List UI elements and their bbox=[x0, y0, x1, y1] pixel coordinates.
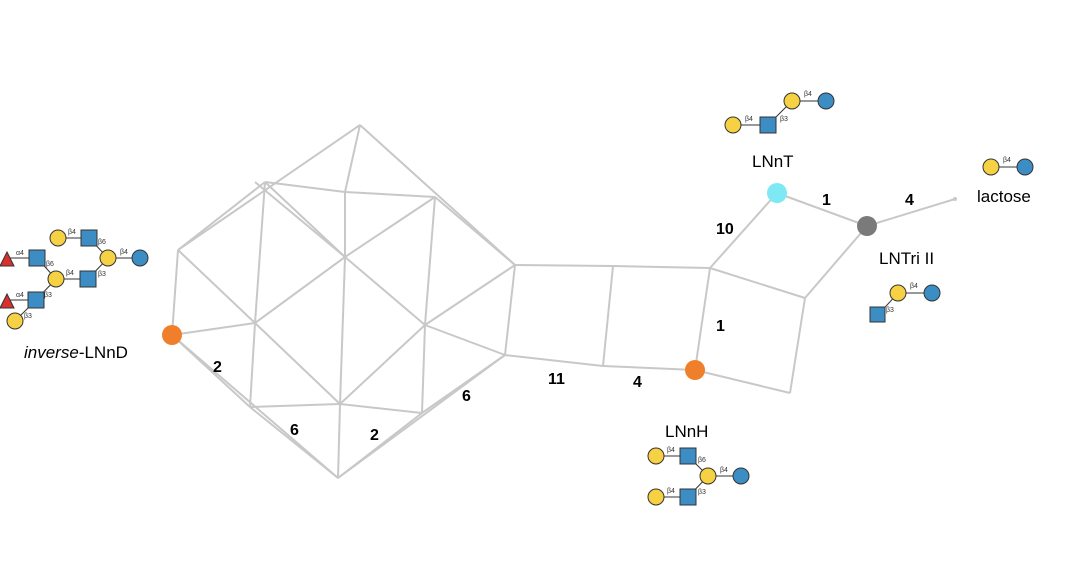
svg-text:β4: β4 bbox=[68, 229, 76, 236]
glucose-icon bbox=[131, 249, 149, 267]
svg-text:β4: β4 bbox=[667, 488, 675, 495]
edge-label-5: 11 bbox=[548, 371, 565, 388]
label-lactose: lactose bbox=[977, 187, 1031, 206]
glcnac-icon bbox=[679, 447, 697, 465]
edge-label-8: 10 bbox=[716, 221, 734, 238]
glcnac-icon bbox=[679, 488, 697, 506]
galactose-icon bbox=[783, 92, 801, 110]
svg-text:β3: β3 bbox=[886, 307, 894, 314]
label-lnnh: LNnH bbox=[665, 422, 708, 441]
edge-labels: 2 6 2 6 11 4 1 10 1 4 bbox=[213, 192, 914, 444]
svg-text:β4: β4 bbox=[66, 270, 74, 277]
label-lntri-ii: LNTri II bbox=[879, 249, 934, 268]
svg-text:β4: β4 bbox=[804, 91, 812, 98]
glycan-lntri-ii: β4 β3 bbox=[869, 283, 941, 323]
node-lnnt bbox=[767, 183, 787, 203]
svg-text:β4: β4 bbox=[1003, 157, 1011, 164]
node-inverse-lnnd bbox=[162, 325, 182, 345]
svg-text:β3: β3 bbox=[698, 489, 706, 496]
glycan-lactose: β4 bbox=[982, 157, 1034, 176]
svg-text:β4: β4 bbox=[910, 283, 918, 290]
fucose-icon bbox=[0, 250, 15, 267]
glcnac-icon bbox=[28, 249, 46, 267]
glcnac-icon bbox=[80, 229, 98, 247]
galactose-icon bbox=[49, 229, 67, 247]
galactose-icon bbox=[724, 116, 742, 134]
svg-text:α4: α4 bbox=[16, 292, 24, 299]
edge-label-10: 4 bbox=[905, 192, 914, 209]
svg-text:β3: β3 bbox=[780, 116, 788, 123]
edge-label-3: 2 bbox=[370, 427, 379, 444]
galactose-icon bbox=[6, 312, 24, 330]
edge-label-4: 6 bbox=[462, 388, 471, 405]
svg-text:β6: β6 bbox=[46, 261, 54, 268]
galactose-icon bbox=[889, 284, 907, 302]
glcnac-icon bbox=[869, 306, 886, 323]
edge-label-9: 1 bbox=[822, 192, 831, 209]
galactose-icon bbox=[47, 270, 65, 288]
galactose-icon bbox=[982, 158, 1000, 176]
galactose-icon bbox=[699, 467, 717, 485]
lattice-edges bbox=[171, 124, 516, 479]
edge-label-6: 4 bbox=[633, 374, 642, 391]
svg-text:β4: β4 bbox=[120, 249, 128, 256]
label-inverse-lnnd: inverse-LNnD bbox=[24, 343, 128, 362]
svg-text:β4: β4 bbox=[667, 447, 675, 454]
edge-label-7: 1 bbox=[716, 318, 725, 335]
glucose-icon bbox=[732, 467, 750, 485]
svg-text:β3: β3 bbox=[24, 313, 32, 320]
glcnac-icon bbox=[79, 270, 97, 288]
glycan-lnnt: β4 β3 β4 bbox=[724, 91, 835, 134]
fucose-icon bbox=[0, 292, 15, 309]
glucose-icon bbox=[817, 92, 835, 110]
label-inverse-italic: inverse bbox=[24, 343, 79, 362]
svg-text:β4: β4 bbox=[745, 116, 753, 123]
svg-text:β3: β3 bbox=[98, 271, 106, 278]
glcnac-icon bbox=[759, 116, 777, 134]
right-edges bbox=[504, 192, 956, 394]
svg-text:α4: α4 bbox=[16, 250, 24, 257]
node-lnnh bbox=[685, 360, 705, 380]
svg-text:β6: β6 bbox=[98, 239, 106, 246]
galactose-icon bbox=[647, 447, 665, 465]
glcnac-icon bbox=[27, 291, 45, 309]
edge-label-1: 2 bbox=[213, 359, 222, 376]
svg-text:β6: β6 bbox=[698, 457, 706, 464]
glycan-lnnh: β4 β6 β4 β3 β4 bbox=[647, 447, 750, 506]
node-lactose bbox=[953, 197, 957, 201]
edge-label-2: 6 bbox=[290, 422, 299, 439]
glucose-icon bbox=[1016, 158, 1034, 176]
label-inverse-rest: -LNnD bbox=[79, 343, 128, 362]
label-lnnt: LNnT bbox=[752, 152, 794, 171]
node-lntri-ii bbox=[857, 216, 877, 236]
galactose-icon bbox=[99, 249, 117, 267]
svg-text:β4: β4 bbox=[720, 467, 728, 474]
svg-text:β3: β3 bbox=[44, 292, 52, 299]
glucose-icon bbox=[923, 284, 941, 302]
glycan-inverse-lnnd: β4 β6 β4 β3 β4 β6 α4 β3 α4 β3 bbox=[0, 229, 149, 330]
galactose-icon bbox=[647, 488, 665, 506]
